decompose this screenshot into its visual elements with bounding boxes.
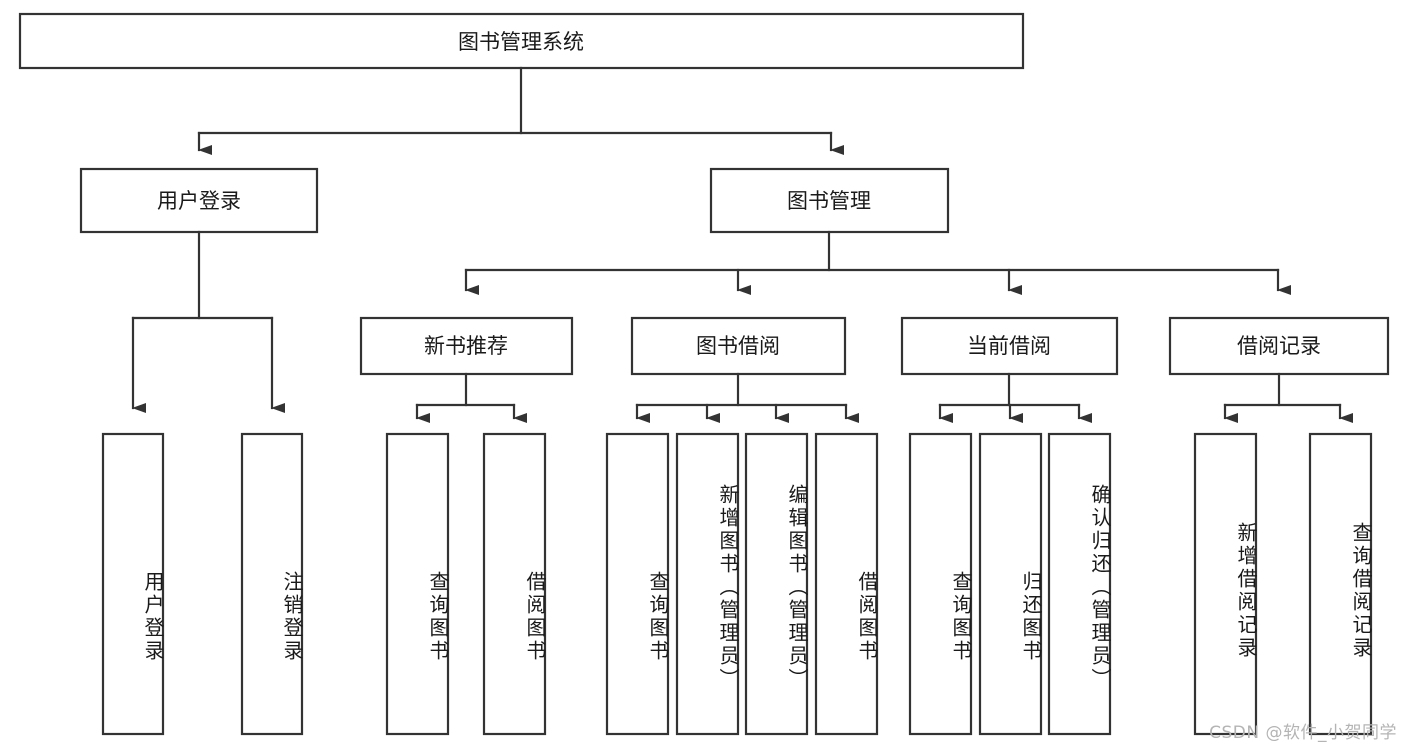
node-new-book-recommend-label: 新书推荐 bbox=[424, 334, 508, 358]
leaf-box-return-book[interactable] bbox=[978, 432, 1043, 736]
connector-book-manage-bus bbox=[464, 230, 1291, 295]
leaf-box-edit-book[interactable] bbox=[744, 432, 809, 736]
leaf-box-add-record[interactable] bbox=[1193, 432, 1258, 736]
node-borrow-record-label: 借阅记录 bbox=[1237, 334, 1321, 358]
leaf-box-user-login[interactable] bbox=[101, 432, 165, 736]
leaf-box-query-record[interactable] bbox=[1308, 432, 1373, 736]
connector-borrow-record-leaves bbox=[1223, 372, 1353, 423]
node-borrow-record[interactable]: 借阅记录 bbox=[1168, 316, 1390, 376]
leaf-box-add-book[interactable] bbox=[675, 432, 740, 736]
node-current-borrow-box bbox=[900, 316, 1119, 376]
node-user-login-label: 用户登录 bbox=[157, 189, 241, 213]
node-current-borrow[interactable]: 当前借阅 bbox=[900, 316, 1119, 376]
leaf-box-borrow-book-1[interactable] bbox=[482, 432, 547, 736]
leaf-box-logout-login[interactable] bbox=[240, 432, 304, 736]
node-book-manage[interactable]: 图书管理 bbox=[709, 167, 950, 234]
connector-current-borrow-leaves bbox=[938, 372, 1092, 423]
leaf-box-borrow-book-2[interactable] bbox=[814, 432, 879, 736]
node-user-login-box bbox=[79, 167, 319, 234]
connector-root-bus bbox=[197, 66, 844, 155]
node-new-book-recommend-box bbox=[359, 316, 574, 376]
node-book-borrow-label: 图书借阅 bbox=[696, 334, 780, 358]
leaf-box-query-book-3[interactable] bbox=[908, 432, 973, 736]
node-book-manage-label: 图书管理 bbox=[787, 189, 871, 213]
csdn-watermark: CSDN @软件_小贺同学 bbox=[1209, 723, 1397, 743]
node-user-login[interactable]: 用户登录 bbox=[79, 167, 319, 234]
leaf-box-query-book-1[interactable] bbox=[385, 432, 450, 736]
node-book-borrow[interactable]: 图书借阅 bbox=[630, 316, 847, 376]
leaf-box-query-book-2[interactable] bbox=[605, 432, 670, 736]
node-root-label: 图书管理系统 bbox=[458, 30, 584, 54]
node-current-borrow-label: 当前借阅 bbox=[967, 334, 1051, 358]
leaf-box-confirm-return[interactable] bbox=[1047, 432, 1112, 736]
node-new-book-recommend[interactable]: 新书推荐 bbox=[359, 316, 574, 376]
connector-user-login-leaves bbox=[131, 230, 285, 413]
connector-book-borrow-leaves bbox=[635, 372, 859, 423]
node-root[interactable]: 图书管理系统 bbox=[18, 12, 1025, 70]
node-root-box bbox=[18, 12, 1025, 70]
connector-new-book-recommend-leaves bbox=[415, 372, 527, 423]
